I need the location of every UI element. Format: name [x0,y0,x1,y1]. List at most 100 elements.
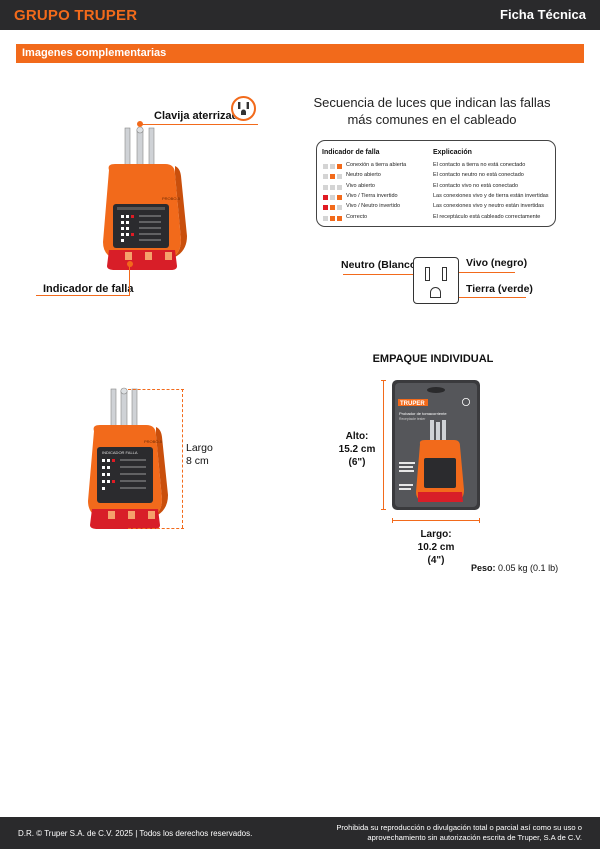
legend-row-indicator: Neutro abierto [346,172,381,179]
page-header: GRUPO TRUPER Ficha Técnica [0,0,600,30]
legend-row: Correcto El receptáculo está cableado cor… [317,214,557,224]
device-model-label: PROBO-5 [162,196,181,201]
light-indicator-icon [330,215,335,221]
length-dimension-line [182,389,183,528]
light-indicator-icon [337,205,342,211]
height-dimension-label: Alto: 15.2 cm (6") [336,430,378,469]
sequence-title: Secuencia de luces que indican las falla… [300,94,564,128]
ground-plug-icon [231,96,256,121]
length-label: Largo [186,442,213,454]
package-product-line2: Receptacle tester [399,417,426,421]
legend-row-indicator: Vivo abierto [346,182,375,189]
height-value: 15.2 cm [338,444,376,455]
footer-legal-line1: Prohibida su reproducción o divulgación … [336,823,582,832]
light-indicator-icon [323,174,328,180]
light-indicator-icon [323,164,328,169]
device-model-label-2: PROBO-5 [144,439,163,444]
sequence-title-line2: más comunes en el cableado [347,112,517,127]
width-dimension-label: Largo: 10.2 cm (4") [406,528,466,567]
callout-line-ground [140,124,258,125]
outlet-diagram [413,257,459,304]
footer-legal-line2: aprovechamiento sin autorización escrita… [367,833,582,842]
light-indicator-icon [330,184,335,190]
legend-row-explanation: Las conexiones vivo y neutro están inver… [433,203,544,210]
legend-row-explanation: Las conexiones vivo y de tierra están in… [433,192,549,199]
package-title: EMPAQUE INDIVIDUAL [372,353,494,365]
outlet-live-label: Vivo (negro) [466,257,528,269]
width-cap-left [392,518,393,523]
callout-dot-ground [137,121,143,127]
width-inches: (4") [427,555,445,566]
legend-row: Conexión a tierra abierta El contacto a t… [317,162,557,172]
section-bar: Imagenes complementarias [16,44,584,63]
light-indicator-icon [337,194,342,200]
legend-row-indicator: Correcto [346,213,368,220]
brand-logo: GRUPO TRUPER [14,7,138,24]
outlet-slot-ground [430,287,441,298]
width-dimension-line [392,520,480,521]
sequence-title-line1: Secuencia de luces que indican las falla… [313,95,551,110]
outlet-slot-neutral [425,267,430,281]
callout-line-indicator [36,295,130,296]
outlet-neutral-label: Neutro (Blanco) [341,259,420,271]
length-value: 8 cm [186,455,209,467]
light-indicator-icon [323,205,328,211]
fault-legend-table: Indicador de falla Explicación Conexión … [316,140,556,227]
package-illustration: TRUPER Probador de tomacorriente Recepta… [392,380,480,510]
doc-type-label: Ficha Técnica [500,7,586,22]
outlet-line-neutral [343,274,425,275]
height-cap-top [381,380,386,381]
light-indicator-icon [330,164,335,169]
tester-front-illustration: PROBO-5 [103,126,187,270]
light-indicator-icon [323,194,328,200]
light-indicator-icon [330,194,335,200]
light-indicator-icon [323,184,328,190]
legend-row-explanation: El receptáculo está cableado correctamen… [433,213,541,220]
height-inches: (6") [348,457,366,468]
footer-legal: Prohibida su reproducción o divulgación … [302,823,582,843]
height-dimension-line [383,380,384,510]
light-indicator-icon [337,164,342,169]
outlet-line-live [445,272,515,273]
legend-row-explanation: El contacto a tierra no está conectado [433,162,526,168]
outlet-line-ground [440,297,526,298]
length-bottom-guide [128,528,184,529]
callout-ground-plug: Clavija aterrizada [154,110,245,122]
length-top-guide [128,389,184,390]
section-title: Imagenes complementarias [22,47,167,59]
legend-row: Neutro abierto El contacto neutro no está… [317,172,557,182]
outlet-ground-label: Tierra (verde) [466,283,533,295]
height-label: Alto: [345,431,369,442]
light-indicator-icon [337,174,342,180]
light-indicator-icon [330,205,335,211]
legend-row: Vivo / Neutro invertido Las conexiones vi… [317,203,557,213]
width-label: Largo: [420,529,452,540]
package-product-line1: Probador de tomacorriente [399,411,447,416]
outlet-slot-live [442,267,447,281]
light-indicator-icon [323,215,328,221]
callout-fault-indicator: Indicador de falla [43,283,134,295]
light-indicator-icon [337,215,342,221]
light-indicator-icon [330,174,335,180]
weight-label: Peso: [471,563,496,573]
light-indicator-icon [337,184,342,190]
width-cap-right [479,518,480,523]
footer-copyright: D.R. © Truper S.A. de C.V. 2025 | Todos … [18,829,253,838]
height-cap-bottom [381,509,386,510]
legend-row: Vivo abierto El contacto vivo no está con… [317,183,557,193]
callout-dot-indicator [127,261,133,267]
tester-dimension-illustration: INDICADOR FALLA PROBO-5 [88,387,168,529]
legend-row-explanation: El contacto neutro no está conectado [433,172,524,179]
length-dimension-label: Largo 8 cm [186,442,216,468]
legend-header-indicator: Indicador de falla [322,149,380,156]
weight-value: 0.05 kg (0.1 lb) [498,563,559,573]
legend-header-explanation: Explicación [433,149,472,156]
page-footer: D.R. © Truper S.A. de C.V. 2025 | Todos … [0,817,600,849]
width-value: 10.2 cm [417,542,455,553]
legend-row-indicator: Vivo / Neutro invertido [346,203,401,210]
package-brand: TRUPER [400,401,425,407]
legend-row-explanation: El contacto vivo no está conectado [433,182,518,189]
legend-row-indicator: Conexión a tierra abierta [346,162,407,168]
package-weight: Peso: 0.05 kg (0.1 lb) [471,563,558,573]
